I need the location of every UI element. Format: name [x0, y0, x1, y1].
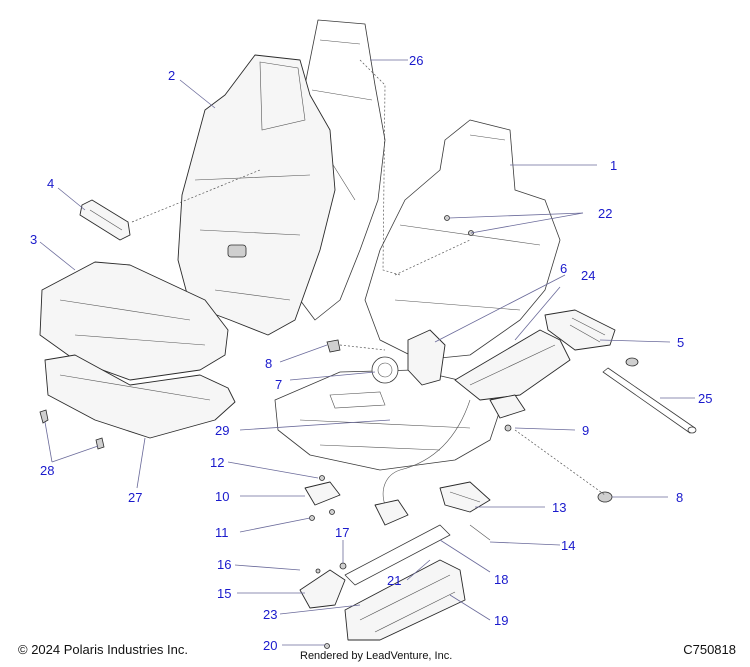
part-2-seat-back-cushion	[177, 54, 336, 336]
part-19-seat-riser	[344, 559, 466, 641]
part-20-screw	[324, 643, 330, 649]
diagram-code: C750818	[683, 642, 736, 657]
callout-8-lower: 8	[676, 490, 683, 505]
callout-9: 9	[582, 423, 589, 438]
callout-24: 24	[581, 268, 595, 283]
part-9-lever	[489, 394, 526, 432]
callout-20: 20	[263, 638, 277, 653]
part-4-emblem	[79, 199, 131, 241]
callout-14: 14	[561, 538, 575, 553]
callout-27: 27	[128, 490, 142, 505]
leader-lines	[39, 59, 695, 646]
callout-16: 16	[217, 557, 231, 572]
part-27-seat-cushion-lower	[44, 354, 236, 439]
part-1-seat-frame-back	[364, 119, 561, 361]
callout-25: 25	[698, 391, 712, 406]
copyright-text: © 2024 Polaris Industries Inc.	[18, 642, 188, 657]
callout-2: 2	[168, 68, 175, 83]
part-8-bumpers	[326, 339, 639, 503]
callout-18: 18	[494, 572, 508, 587]
callout-labels: 1 2 3 4 5 6 7 8 8 9 10 11 12 13 14 15 16…	[30, 53, 712, 653]
part-10-bracket	[304, 475, 341, 521]
callout-8-upper: 8	[265, 356, 272, 371]
callout-5: 5	[677, 335, 684, 350]
part-24-slider-bracket	[454, 329, 571, 401]
callout-1: 1	[610, 158, 617, 173]
part-18-rail	[344, 524, 451, 586]
callout-4: 4	[47, 176, 54, 191]
callout-10: 10	[215, 489, 229, 504]
callout-12: 12	[210, 455, 224, 470]
callout-19: 19	[494, 613, 508, 628]
callout-13: 13	[552, 500, 566, 515]
part-3-seat-cushion-upper	[39, 261, 229, 381]
part-14-pin	[469, 524, 491, 541]
callout-26: 26	[409, 53, 423, 68]
callout-23: 23	[263, 607, 277, 622]
part-15-front-bracket	[299, 562, 347, 609]
part-6-7-retractors	[371, 329, 446, 386]
rendered-by-text: Rendered by LeadVenture, Inc.	[300, 650, 453, 662]
callout-22: 22	[598, 206, 612, 221]
callout-17: 17	[335, 525, 349, 540]
callout-29: 29	[215, 423, 229, 438]
callout-6: 6	[560, 261, 567, 276]
callout-7: 7	[275, 377, 282, 392]
buckle	[374, 499, 409, 526]
part-13-lower-latch	[439, 481, 491, 513]
alignment-lines	[131, 59, 606, 496]
callout-11: 11	[215, 525, 229, 540]
callout-3: 3	[30, 232, 37, 247]
callout-28: 28	[40, 463, 54, 478]
callout-15: 15	[217, 586, 231, 601]
part-5-latch	[544, 309, 616, 351]
wire-harness	[382, 399, 471, 506]
part-25-rod	[602, 367, 697, 434]
callout-21: 21	[387, 573, 401, 588]
